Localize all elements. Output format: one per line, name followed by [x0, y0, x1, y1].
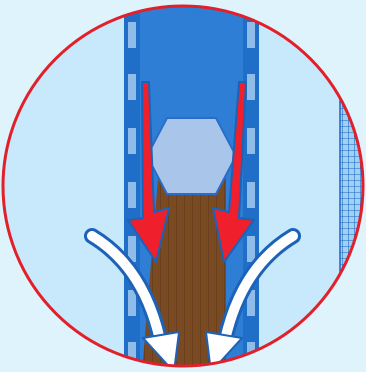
- pipe-left-wall-slots: [128, 22, 136, 366]
- magnified-content: [84, 6, 363, 366]
- red-down-arrow-icon-right: [212, 81, 255, 263]
- hexagon-bolt-icon: [145, 117, 238, 195]
- white-curved-arrow-icon-left: [84, 228, 181, 366]
- red-down-arrow-icon-left: [127, 81, 170, 263]
- magnifier-border: [1, 4, 365, 368]
